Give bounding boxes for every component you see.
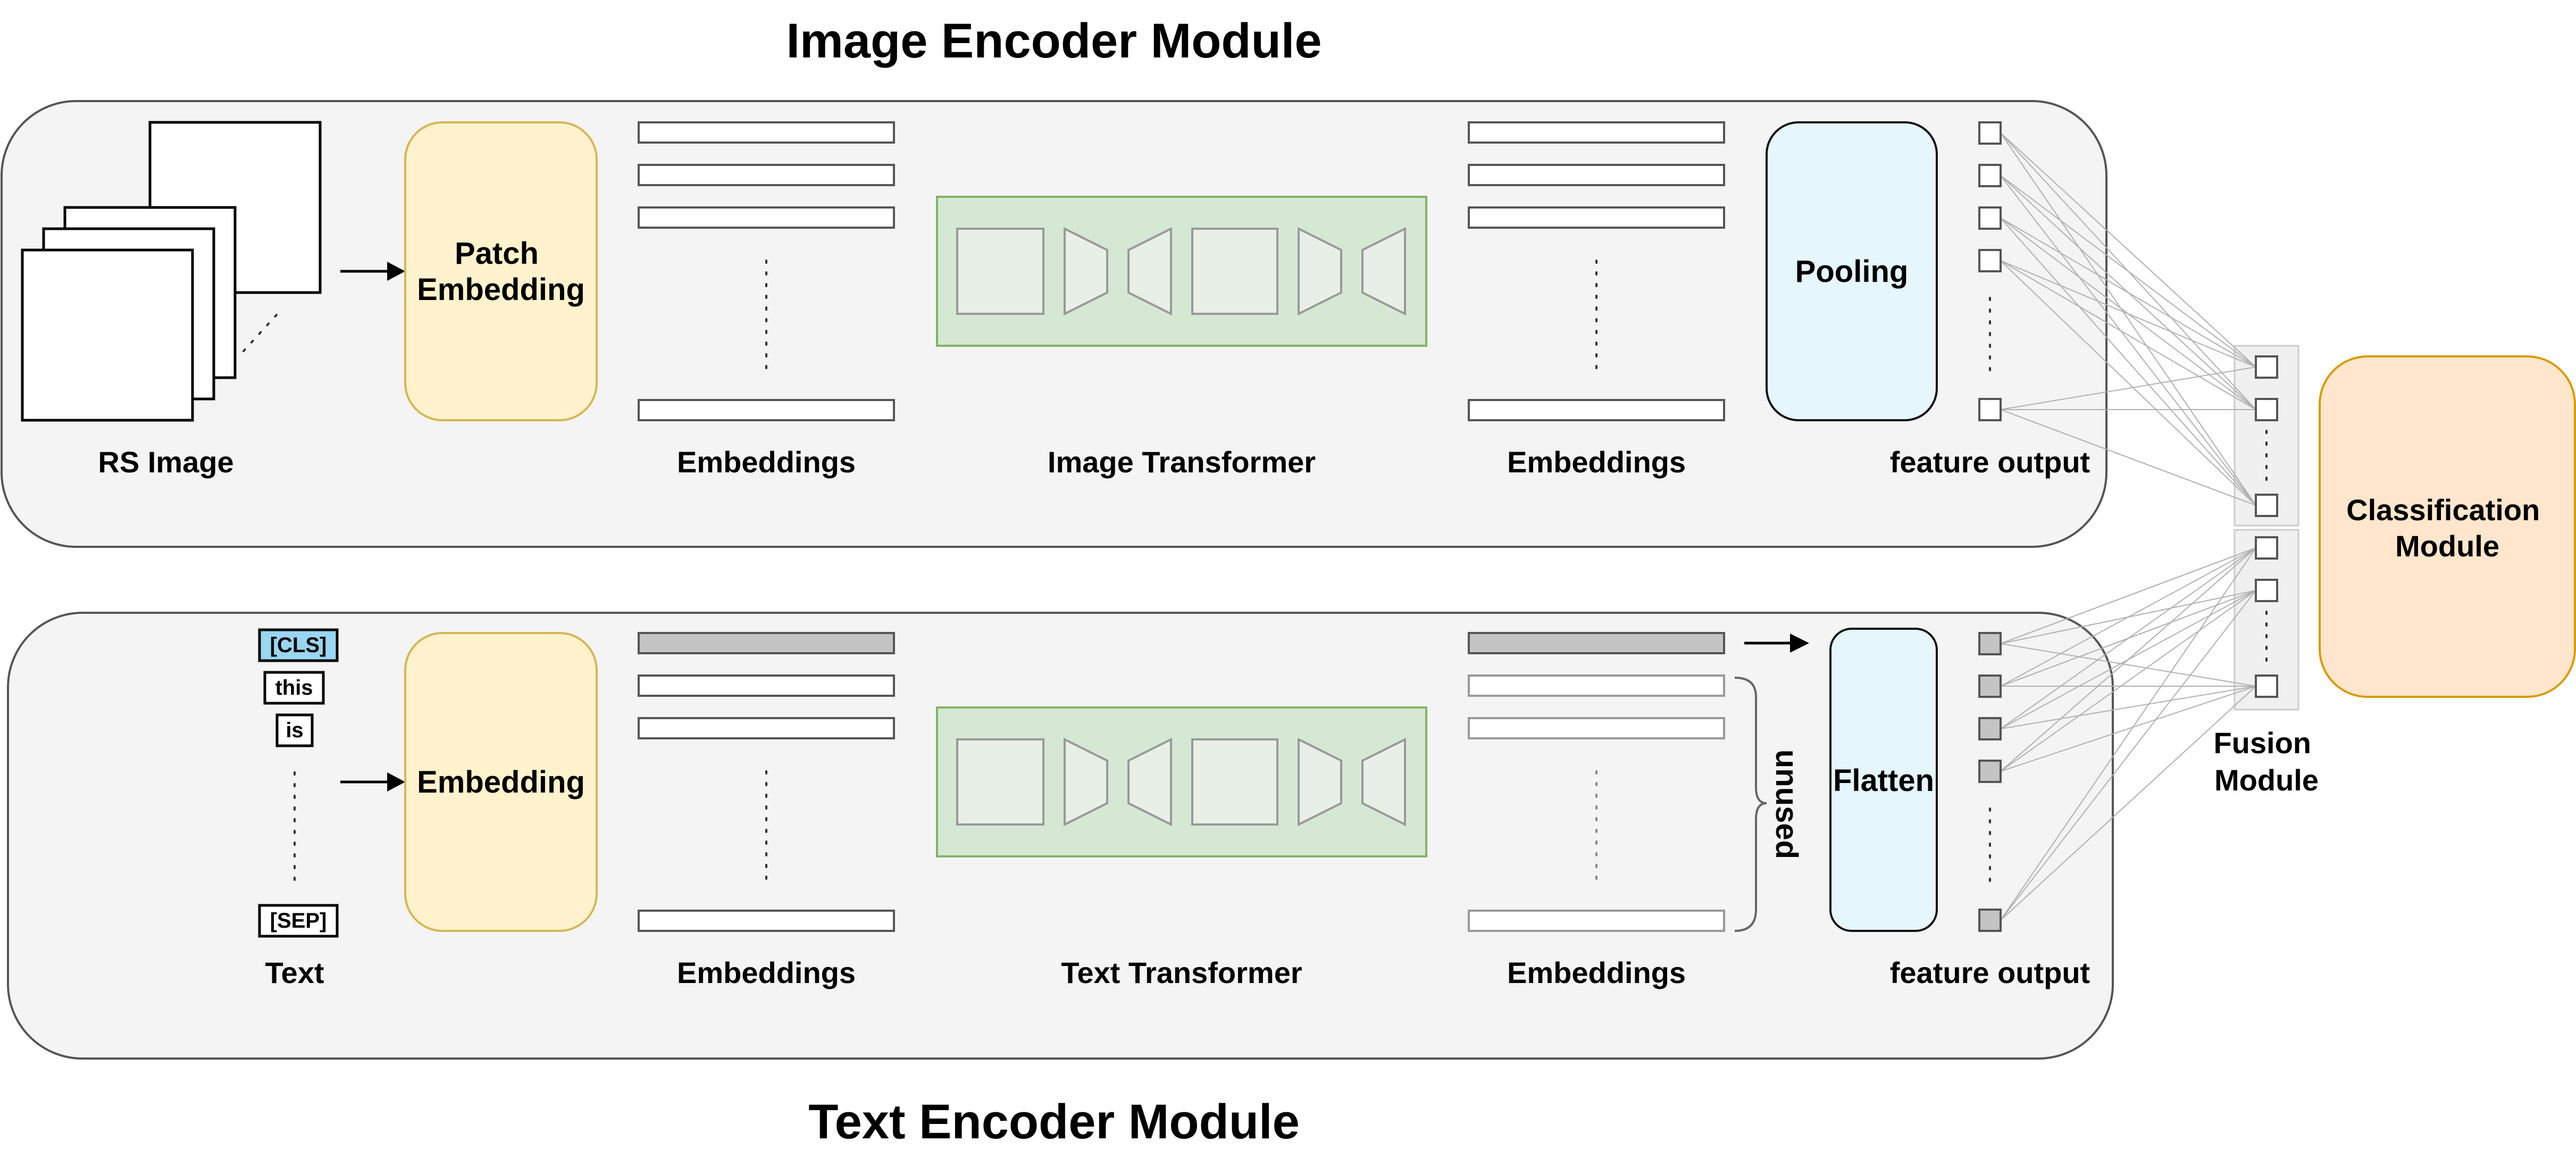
fusion-nodes <box>2255 355 2278 698</box>
connection-line <box>2000 686 2256 772</box>
connection-line <box>2000 590 2256 921</box>
image-encoder-title: Image Encoder Module <box>786 14 1322 68</box>
text-transformer-label: Text Transformer <box>1061 956 1302 989</box>
pooling-block <box>1766 121 1938 421</box>
classification-module-label: Classification Module <box>2346 493 2548 563</box>
connection-line <box>2000 260 2256 410</box>
text-feature-output <box>1978 632 2002 932</box>
text-encoder-title: Text Encoder Module <box>808 1095 1300 1149</box>
image-feature-node <box>1978 121 2002 145</box>
connection-line <box>2000 132 2256 368</box>
fusion-node <box>2255 355 2278 379</box>
connection-line <box>2000 547 2256 772</box>
image-feature-output <box>1978 121 2002 421</box>
connection-line <box>2000 260 2256 368</box>
token-sep-box <box>258 904 339 938</box>
rs-image-label: RS Image <box>98 445 233 479</box>
text-embeddings-1 <box>638 632 895 932</box>
image-embeddings-1-label: Embeddings <box>677 445 856 479</box>
connection-line <box>2000 547 2256 644</box>
patch-embedding-label: Patch Embedding <box>417 236 585 307</box>
image-feature-node <box>1978 398 2002 421</box>
token-cls-box <box>258 628 339 662</box>
text-label: Text <box>265 956 324 989</box>
arrowhead-icon <box>387 262 405 281</box>
rs-image-stack-icon <box>21 121 322 422</box>
image-embeddings-2-label: Embeddings <box>1507 445 1686 479</box>
embedding-label: Embedding <box>417 765 585 799</box>
arrowhead-icon <box>387 772 405 792</box>
image-transformer-label: Image Transformer <box>1048 445 1316 479</box>
fusion-node <box>2255 494 2278 517</box>
image-feature-output-label: feature output <box>1890 445 2090 479</box>
classification-module-block <box>2319 355 2576 698</box>
image-embeddings-2 <box>1468 121 1725 421</box>
fusion-node <box>2255 674 2278 698</box>
connection-line <box>2000 175 2256 368</box>
text-embeddings-2-label: Embeddings <box>1507 956 1686 989</box>
connection-line <box>2000 686 2256 729</box>
image-feature-node <box>1978 206 2002 230</box>
connection-line <box>2000 367 2256 410</box>
image-embeddings-1 <box>638 121 895 421</box>
text-feature-node <box>1978 632 2002 655</box>
connection-line <box>2000 260 2256 506</box>
connection-line <box>2000 409 2256 506</box>
image-feature-node <box>1978 164 2002 187</box>
connection-line <box>2000 590 2256 772</box>
connection-line <box>2000 175 2256 506</box>
image-transformer-block <box>936 196 1427 347</box>
text-embeddings-1-label: Embeddings <box>677 956 856 989</box>
text-feature-node <box>1978 760 2002 783</box>
unused-label: unused <box>1769 749 1804 859</box>
connection-line <box>2000 643 2256 687</box>
pooling-label: Pooling <box>1795 254 1909 289</box>
connection-line <box>2000 547 2256 687</box>
unused-brace-icon <box>1734 677 1767 932</box>
text-embeddings-2 <box>1468 632 1725 932</box>
token-this-box <box>263 671 325 705</box>
fusion-node <box>2255 536 2278 560</box>
arrowhead-icon <box>1790 634 1809 653</box>
fusion-node <box>2255 398 2278 421</box>
connection-line <box>2000 218 2256 368</box>
image-feature-node <box>1978 249 2002 272</box>
patch-embedding-block <box>404 121 598 421</box>
text-feature-node <box>1978 909 2002 932</box>
fusion-module-label: Fusion Module <box>2213 726 2319 797</box>
token-is: is <box>286 719 303 742</box>
token-cls: [CLS] <box>270 634 327 657</box>
flatten-block <box>1829 628 1938 932</box>
text-token-list: [CLS] this is [SEP] <box>258 628 339 938</box>
text-feature-node <box>1978 717 2002 740</box>
connection-line <box>2000 686 2256 921</box>
connection-line <box>2000 132 2256 506</box>
connection-line <box>2000 547 2256 921</box>
token-sep: [SEP] <box>270 909 327 932</box>
text-feature-node <box>1978 674 2002 698</box>
embedding-block <box>404 632 598 932</box>
text-transformer-block <box>936 706 1427 857</box>
token-is-box <box>275 713 314 747</box>
fusion-node <box>2255 579 2278 602</box>
text-feature-output-label: feature output <box>1890 956 2090 989</box>
fusion-connections <box>2000 132 2256 921</box>
token-this: this <box>275 676 313 699</box>
connection-line <box>2000 547 2256 729</box>
flatten-label: Flatten <box>1833 763 1934 798</box>
connection-line <box>2000 218 2256 506</box>
